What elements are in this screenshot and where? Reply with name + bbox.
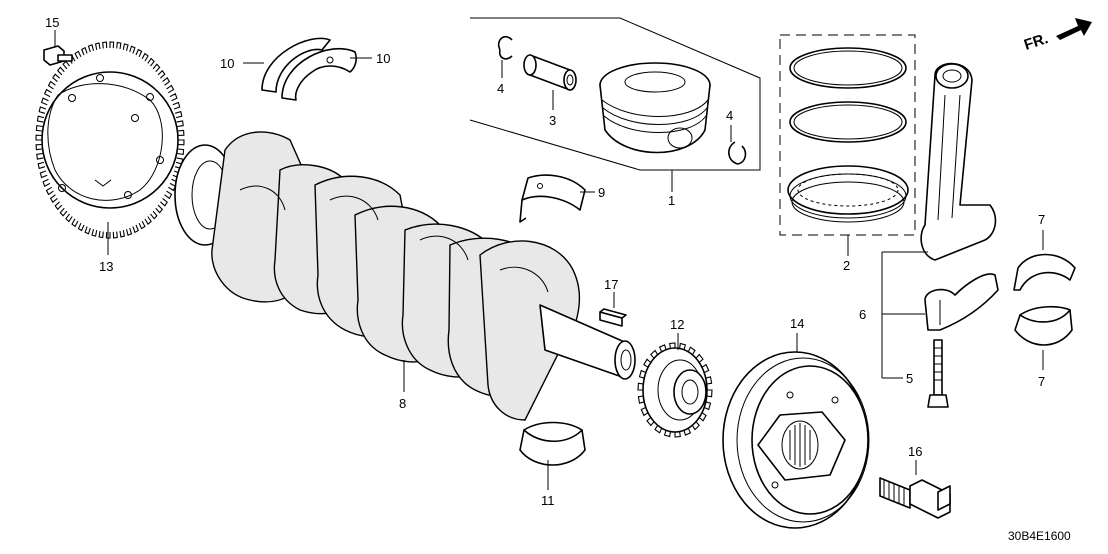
callout-3: 3 — [549, 113, 556, 128]
callout-4-right: 4 — [726, 108, 733, 123]
pulley-bolt[interactable] — [879, 477, 951, 519]
callout-5: 5 — [906, 371, 913, 386]
piston-kit-box — [469, 17, 761, 171]
woodruff-key[interactable] — [599, 308, 627, 327]
diagram-code: 30B4E1600 — [1008, 529, 1071, 543]
rod-bearing-lower[interactable] — [1014, 305, 1073, 346]
callout-14: 14 — [790, 316, 804, 331]
crankshaft-pulley[interactable] — [722, 351, 870, 529]
connecting-rod-cap[interactable] — [924, 273, 999, 331]
connecting-rod[interactable] — [920, 62, 997, 261]
callout-10-right: 10 — [376, 51, 390, 66]
callout-2: 2 — [843, 258, 850, 273]
leader-lines — [54, 30, 1044, 490]
piston-ring-top[interactable] — [789, 47, 907, 89]
callout-4-left: 4 — [497, 81, 504, 96]
rod-bearing-upper[interactable] — [1013, 253, 1076, 291]
callout-9: 9 — [598, 185, 605, 200]
callout-7-lower: 7 — [1038, 374, 1045, 389]
callout-16: 16 — [908, 444, 922, 459]
piston-ring-oil[interactable] — [787, 165, 909, 223]
flywheel-bolt[interactable] — [43, 45, 73, 66]
front-direction-arrow: FR. — [1022, 18, 1092, 54]
callout-17: 17 — [604, 277, 618, 292]
callout-13: 13 — [99, 259, 113, 274]
callout-11: 11 — [541, 493, 555, 508]
callout-6: 6 — [859, 307, 866, 322]
callout-8: 8 — [399, 396, 406, 411]
piston[interactable] — [599, 62, 711, 154]
thrust-washer-left[interactable] — [261, 37, 331, 93]
piston-clip-left[interactable] — [497, 35, 513, 60]
piston-pin[interactable] — [523, 54, 577, 91]
callouts: 15 10 10 13 8 11 9 17 12 14 16 4 3 4 1 2… — [45, 15, 1045, 508]
rod-bolt[interactable] — [927, 339, 949, 408]
callout-15: 15 — [45, 15, 59, 30]
callout-10-left: 10 — [220, 56, 234, 71]
main-bearing-upper[interactable] — [519, 174, 586, 223]
piston-clip-right[interactable] — [728, 141, 747, 165]
crank-sprocket[interactable] — [637, 342, 713, 438]
callout-12: 12 — [670, 317, 684, 332]
main-bearing-lower[interactable] — [519, 421, 586, 466]
reluctor-ring[interactable] — [35, 41, 185, 239]
piston-ring-second[interactable] — [789, 101, 907, 143]
front-label: FR. — [1022, 30, 1050, 54]
callout-1: 1 — [668, 193, 675, 208]
thrust-washer-right[interactable] — [281, 47, 357, 101]
front-arrow-icon — [1056, 18, 1092, 40]
callout-7-upper: 7 — [1038, 212, 1045, 227]
crankshaft[interactable] — [174, 131, 636, 421]
piston-ring-box — [779, 34, 916, 236]
